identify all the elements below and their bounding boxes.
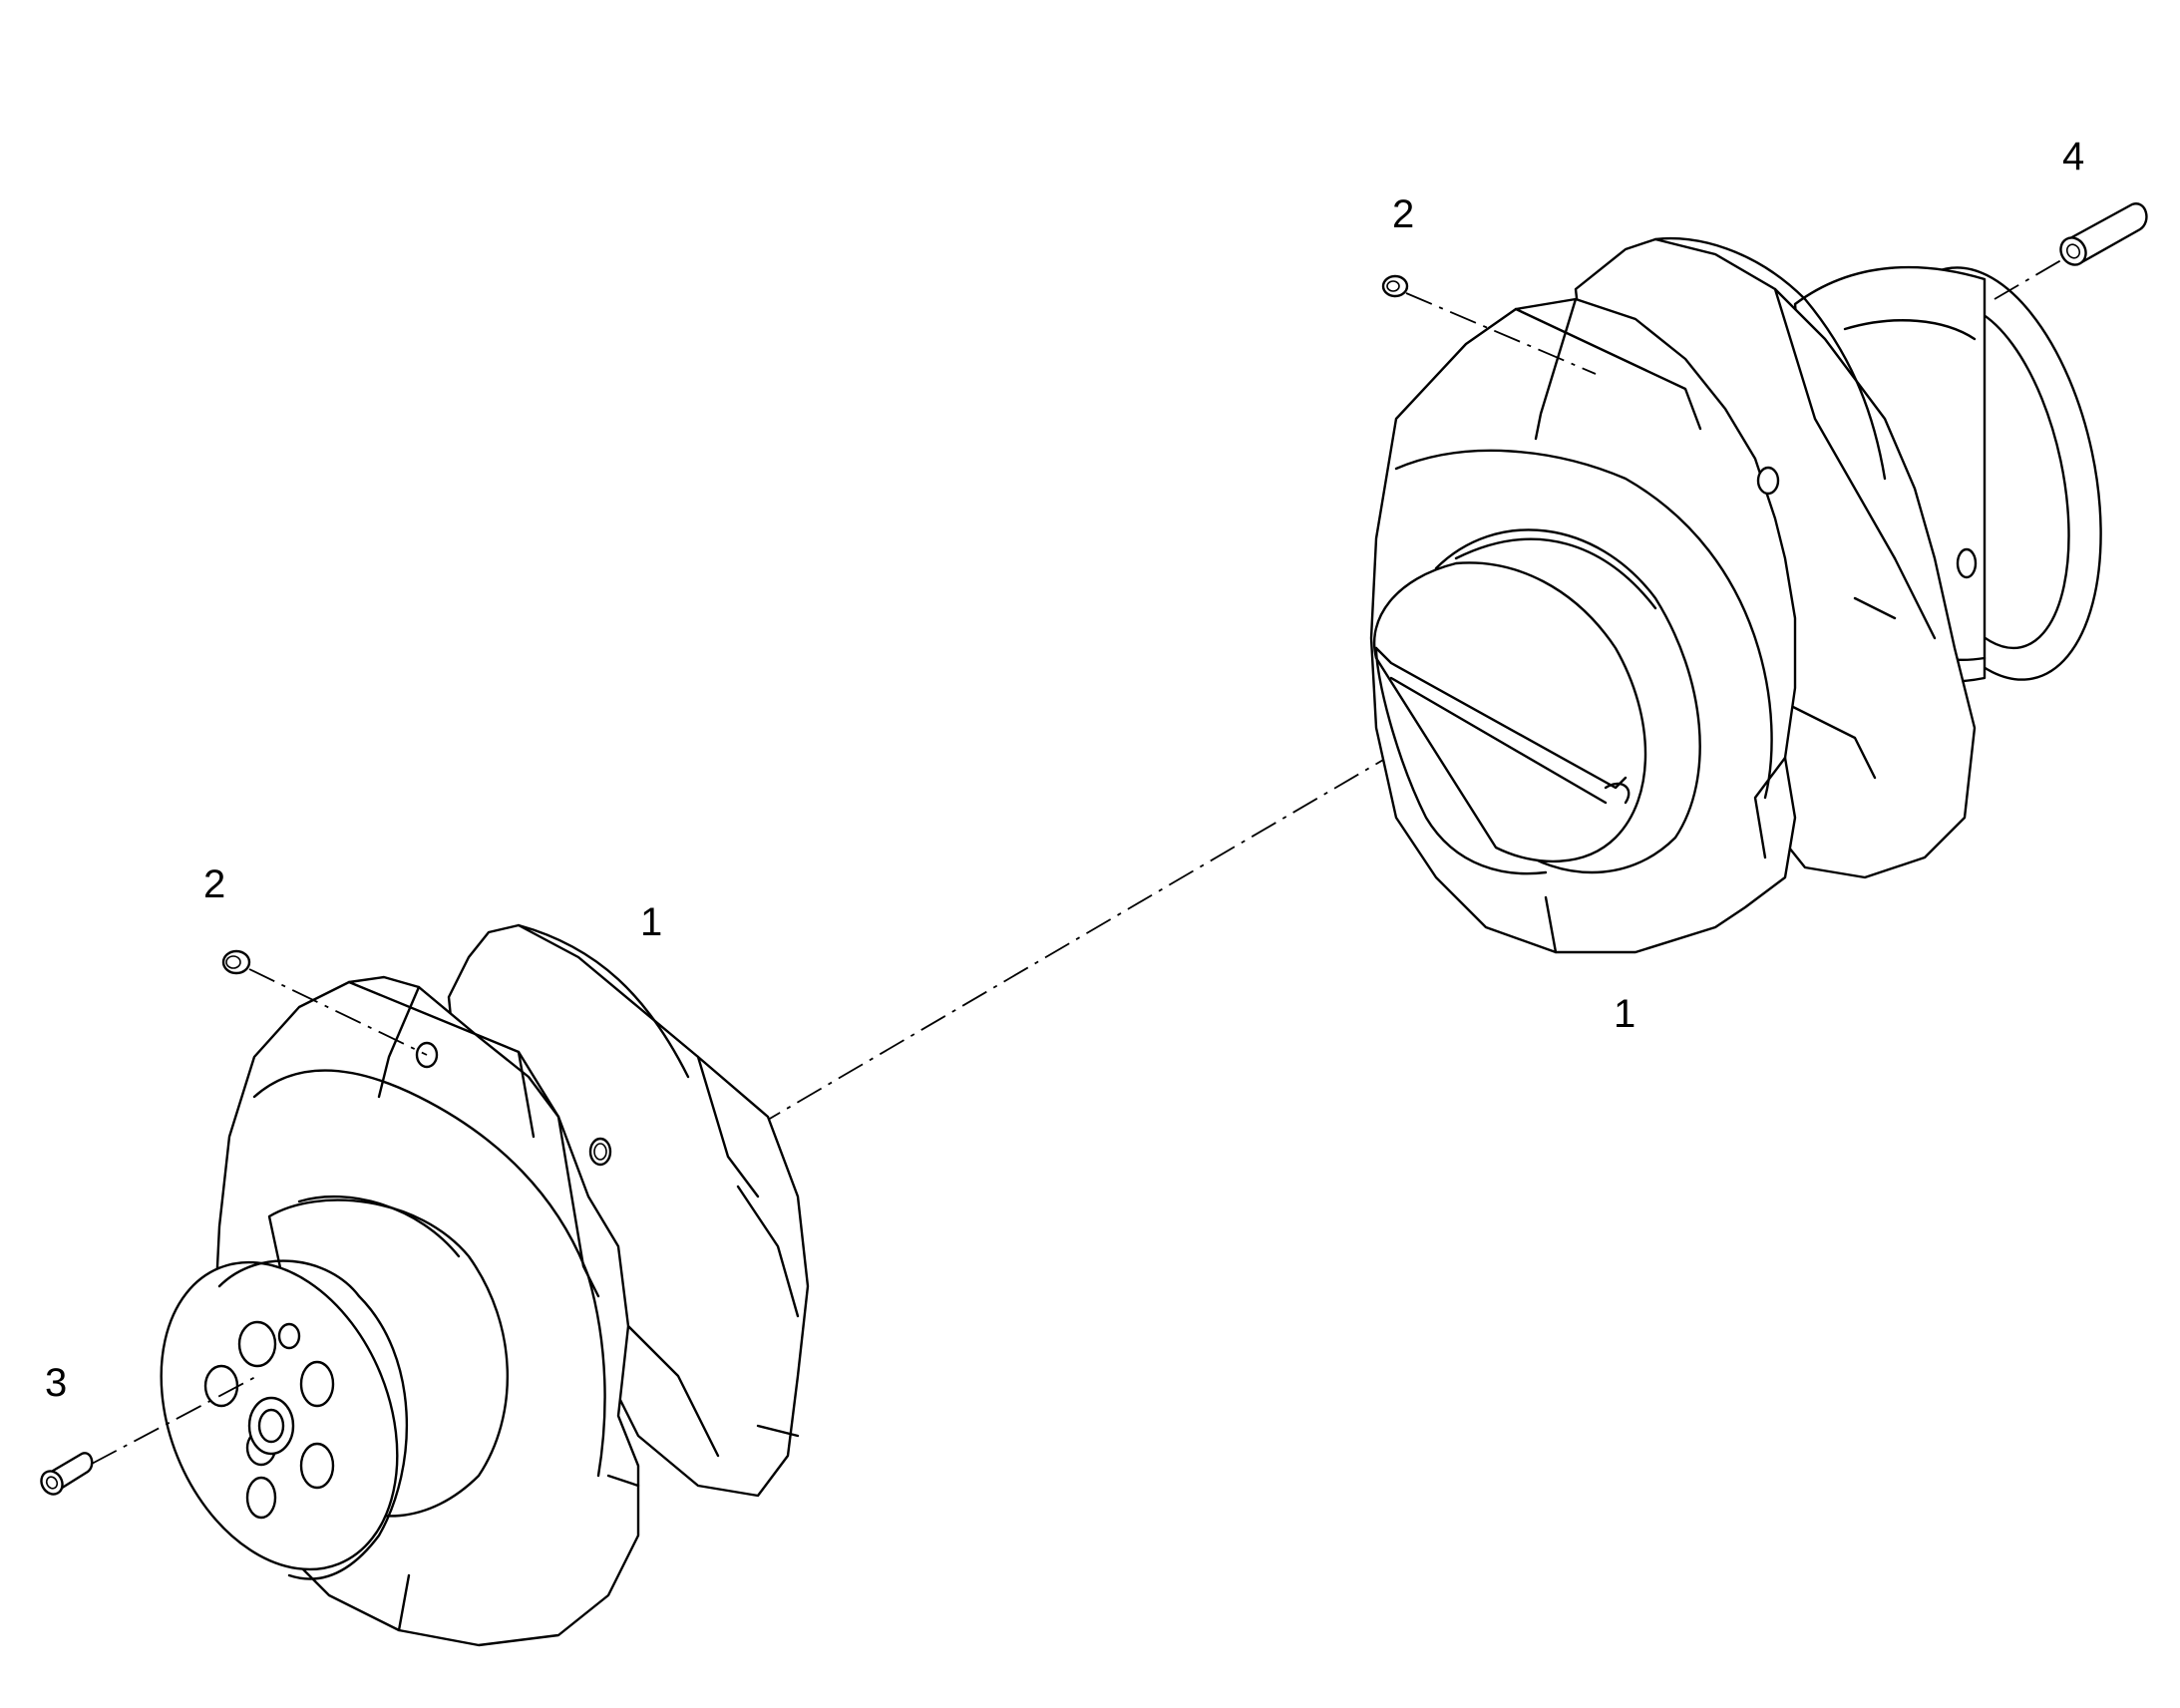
callout-part-3: 3 bbox=[45, 1361, 67, 1405]
callout-part-2-rear: 2 bbox=[1392, 192, 1414, 236]
crankshaft-rear-view bbox=[1369, 236, 2102, 954]
pin-3 bbox=[40, 1375, 258, 1496]
callout-part-2-front: 2 bbox=[203, 862, 225, 906]
pin-4 bbox=[1994, 202, 2148, 300]
callout-part-1-front: 1 bbox=[640, 900, 662, 944]
callout-part-1-rear: 1 bbox=[1614, 992, 1635, 1036]
plug-front-2 bbox=[221, 949, 428, 1056]
crankshaft-front-view bbox=[160, 923, 810, 1647]
plug-rear-2 bbox=[1381, 274, 1597, 375]
callout-part-4: 4 bbox=[2062, 135, 2084, 178]
